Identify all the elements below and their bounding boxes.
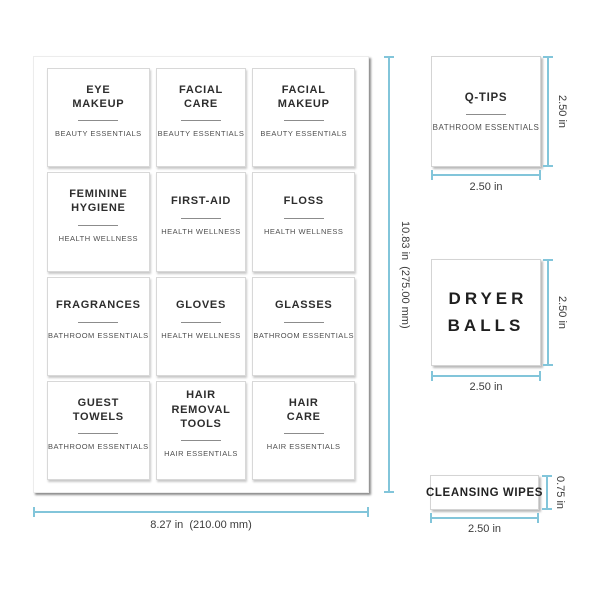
label-divider	[283, 433, 324, 435]
sheet-width-dimension-label: 8.27 in (210.00 mm)	[150, 519, 252, 531]
label-subtitle: HEALTH WELLNESS	[161, 226, 241, 236]
label-subtitle: BEAUTY ESSENTIALS	[260, 129, 348, 139]
sample-label-cleansing-wipes: CLEANSING WIPES	[426, 475, 542, 510]
dryer-balls-height-dimension-line	[543, 259, 553, 366]
sample-label-dryer-balls: DRYER BALLS	[431, 259, 541, 366]
label-subtitle: BEAUTY ESSENTIALS	[157, 129, 245, 139]
label-subtitle: HAIR ESSENTIALS	[266, 442, 341, 452]
label-title: FACIAL CARE	[179, 83, 223, 111]
qtips-divider	[466, 114, 506, 116]
label-subtitle: HEALTH WELLNESS	[263, 226, 344, 236]
label-title: GLOVES	[175, 299, 227, 312]
label-subtitle: BATHROOM ESSENTIALS	[253, 330, 354, 340]
label-preview: FRAGRANCES BATHROOM ESSENTIALS	[47, 276, 150, 376]
label-title: FIRST-AID	[170, 195, 232, 208]
qtips-width-dimension-label: 2.50 in	[469, 181, 503, 193]
label-divider	[78, 433, 119, 435]
label-divider	[78, 321, 119, 323]
qtips-height-dimension-line	[543, 56, 553, 167]
label-preview: GUEST TOWELS BATHROOM ESSENTIALS	[47, 380, 150, 480]
label-title: FLOSS	[283, 195, 324, 208]
qtips-subtitle: BATHROOM ESSENTIALS	[432, 123, 540, 133]
label-preview: FIRST-AID HEALTH WELLNESS	[155, 172, 247, 272]
label-divider	[78, 120, 119, 122]
label-preview: GLASSES BATHROOM ESSENTIALS	[252, 276, 355, 376]
sample-label-qtips: Q-TIPS BATHROOM ESSENTIALS	[431, 56, 541, 167]
qtips-title: Q-TIPS	[464, 91, 508, 104]
label-preview: GLOVES HEALTH WELLNESS	[155, 276, 247, 376]
qtips-height-dimension-label: 2.50 in	[556, 94, 568, 129]
dryer-balls-height-dimension-label: 2.50 in	[556, 295, 568, 330]
label-subtitle: HAIR ESSENTIALS	[164, 449, 238, 459]
label-divider	[181, 440, 221, 442]
label-preview: FACIAL CARE BEAUTY ESSENTIALS	[155, 68, 247, 168]
label-preview: FLOSS HEALTH WELLNESS	[252, 172, 355, 272]
label-divider	[181, 217, 221, 219]
label-title: HAIR CARE	[286, 396, 321, 423]
label-title: GUEST TOWELS	[72, 396, 124, 423]
label-preview: FEMININE HYGIENE HEALTH WELLNESS	[47, 172, 150, 272]
label-subtitle: HEALTH WELLNESS	[58, 233, 139, 243]
label-divider	[283, 217, 324, 219]
label-preview: HAIR CARE HAIR ESSENTIALS	[252, 380, 355, 480]
dryer-balls-title: DRYER BALLS	[447, 289, 528, 335]
qtips-width-dimension-line	[431, 170, 541, 180]
dryer-balls-width-dimension-line	[431, 371, 541, 381]
cleansing-wipes-width-dimension-line	[430, 513, 539, 523]
label-title: HAIR REMOVAL TOOLS	[171, 389, 231, 431]
label-title: GLASSES	[274, 299, 333, 312]
label-divider	[181, 120, 221, 122]
sheet-height-dimension-label: 10.83 in (275.00 mm)	[399, 220, 411, 329]
label-preview: EYE MAKEUP BEAUTY ESSENTIALS	[47, 68, 150, 168]
label-preview: HAIR REMOVAL TOOLS HAIR ESSENTIALS	[155, 380, 247, 480]
label-title: FRAGRANCES	[56, 299, 141, 312]
label-title: FEMININE HYGIENE	[69, 188, 128, 215]
label-subtitle: BATHROOM ESSENTIALS	[48, 330, 149, 340]
dryer-balls-width-dimension-label: 2.50 in	[469, 381, 503, 393]
label-sheet: EYE MAKEUP BEAUTY ESSENTIALS FACIAL CARE…	[33, 56, 369, 493]
label-subtitle: HEALTH WELLNESS	[161, 330, 241, 340]
label-subtitle: BATHROOM ESSENTIALS	[48, 442, 149, 452]
sheet-height-dimension-line	[384, 56, 394, 493]
label-divider	[283, 321, 324, 323]
sheet-width-dimension-line	[33, 507, 369, 517]
cleansing-wipes-height-dimension-label: 0.75 in	[554, 476, 566, 510]
cleansing-wipes-title: CLEANSING WIPES	[426, 486, 543, 499]
label-title: FACIAL MAKEUP	[277, 83, 330, 111]
label-divider	[78, 224, 119, 226]
label-subtitle: BEAUTY ESSENTIALS	[54, 129, 142, 139]
cleansing-wipes-height-dimension-line	[542, 475, 552, 510]
label-preview: FACIAL MAKEUP BEAUTY ESSENTIALS	[252, 68, 355, 168]
label-title: EYE MAKEUP	[72, 83, 125, 111]
label-divider	[181, 321, 221, 323]
label-divider	[283, 120, 324, 122]
cleansing-wipes-width-dimension-label: 2.50 in	[467, 523, 502, 535]
